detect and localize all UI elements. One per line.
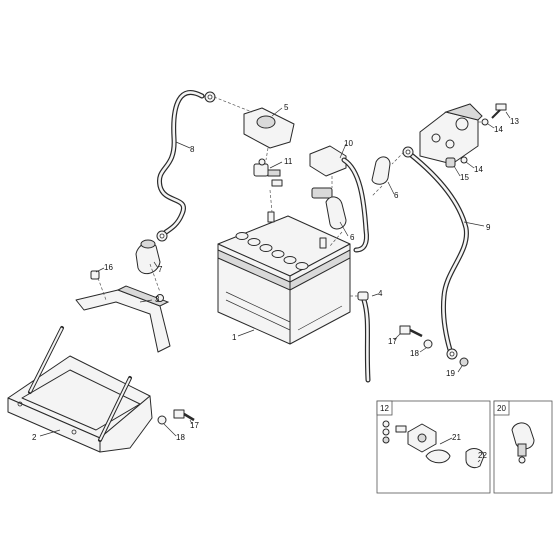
callout-9: 9 (486, 223, 491, 232)
bolt-13 (491, 103, 507, 119)
callout-10: 10 (344, 139, 353, 148)
battery-terminal-negative (319, 237, 327, 249)
battery-cell-caps (235, 232, 309, 270)
terminal-boot-6b (325, 196, 347, 230)
washer-18a (423, 339, 433, 349)
leader-lines (39, 107, 511, 437)
callout-13: 13 (510, 117, 519, 126)
positive-cable (156, 90, 216, 242)
connector-10 (309, 145, 369, 253)
terminal-clamp-11 (253, 158, 283, 187)
callout-21: 21 (452, 433, 461, 442)
battery-terminal-positive (267, 211, 275, 223)
washer-14b (460, 156, 468, 164)
callout-6b: 6 (350, 233, 355, 242)
callout-numbers: 1 2 3 4 5 6 6 7 8 9 10 11 13 14 14 15 16… (32, 103, 519, 460)
callout-2: 2 (32, 433, 37, 442)
terminal-boot-6a (371, 156, 391, 185)
callout-22: 22 (478, 451, 487, 460)
callout-1: 1 (232, 333, 237, 342)
inset-box-12-label: 12 (380, 404, 389, 413)
callout-6a: 6 (394, 191, 399, 200)
washer-14a (481, 118, 489, 126)
nut-16 (90, 270, 100, 280)
boot-7 (135, 239, 161, 275)
callout-17b: 17 (190, 421, 199, 430)
callout-15: 15 (460, 173, 469, 182)
callout-18a: 18 (410, 349, 419, 358)
callout-18b: 18 (176, 433, 185, 442)
inset-box-12: 12 (376, 400, 491, 494)
callout-3: 3 (155, 295, 160, 304)
bolt-17a (399, 325, 423, 338)
negative-cable (402, 146, 469, 360)
callout-14b: 14 (474, 165, 483, 174)
callout-19: 19 (446, 369, 455, 378)
nut-19 (459, 357, 469, 367)
callout-8: 8 (190, 145, 195, 154)
callout-16: 16 (104, 263, 113, 272)
washer-18b (157, 415, 167, 425)
terminal-cover-5 (243, 107, 295, 149)
inset-box-20: 20 (493, 400, 553, 494)
battery-tray (7, 326, 153, 453)
callout-7: 7 (158, 265, 163, 274)
callout-11: 11 (284, 157, 293, 166)
battery (217, 211, 351, 345)
battery-switch-assembly (419, 103, 483, 165)
callout-5: 5 (284, 103, 289, 112)
assembly-lines (97, 96, 482, 301)
bolt-17b (173, 409, 195, 422)
callout-17a: 17 (388, 337, 397, 346)
inset-box-20-label: 20 (497, 404, 506, 413)
callout-4: 4 (378, 289, 383, 298)
ground-strap (357, 291, 371, 383)
nut-15 (445, 157, 456, 168)
callout-14a: 14 (494, 125, 503, 134)
